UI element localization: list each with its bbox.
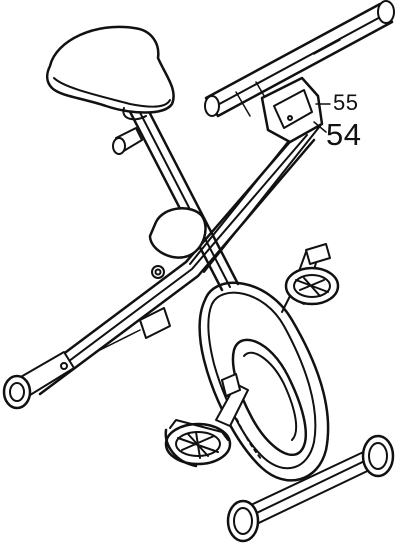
seat <box>46 25 175 121</box>
rear-frame-detail <box>99 307 171 351</box>
callout-label-54: 54 <box>326 117 362 152</box>
callout-leaders <box>313 103 331 133</box>
flywheel-housing <box>198 281 330 482</box>
callout-label-55: 55 <box>333 90 359 115</box>
console-bracket <box>260 76 324 144</box>
pivot-joint <box>148 207 207 279</box>
front-stabilizer <box>226 434 395 543</box>
seat-adjust-knob <box>112 127 143 155</box>
rear-stabilizer <box>2 351 75 410</box>
seat-post-tube <box>124 96 240 292</box>
left-pedal <box>164 383 249 468</box>
tension-knob <box>221 373 241 397</box>
right-pedal <box>281 243 340 313</box>
